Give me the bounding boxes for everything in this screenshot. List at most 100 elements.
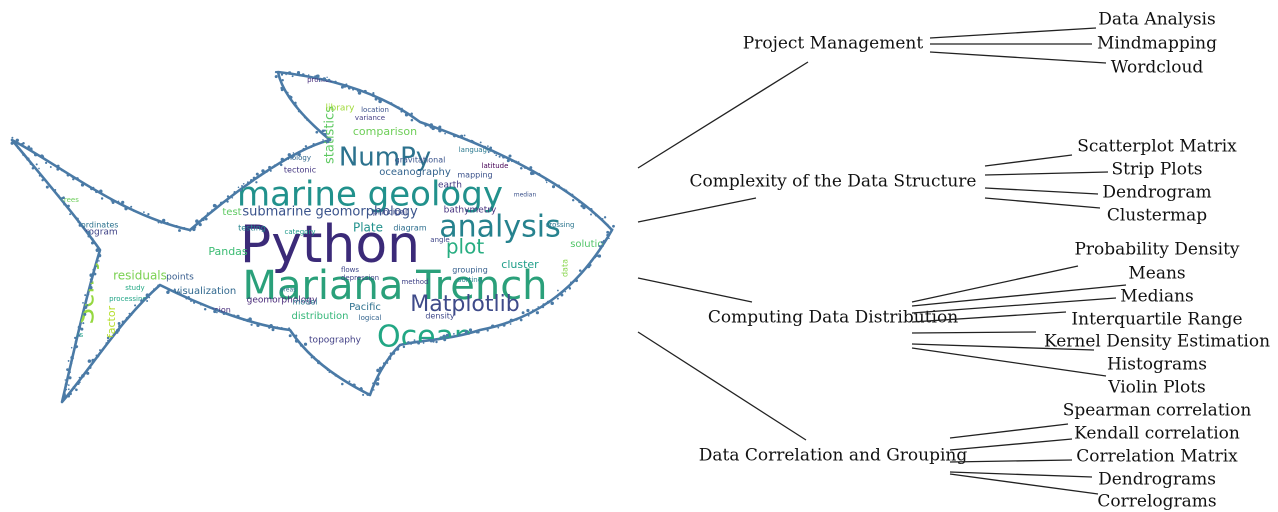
outline-speckle bbox=[83, 312, 87, 316]
outline-speckle bbox=[250, 323, 253, 326]
outline-speckle bbox=[493, 151, 496, 154]
word-cloud-word: cluster bbox=[501, 258, 539, 271]
word-cloud-word: principal bbox=[373, 208, 407, 217]
outline-speckle bbox=[460, 134, 464, 138]
outline-speckle bbox=[322, 77, 327, 81]
outline-speckle bbox=[386, 362, 389, 364]
outline-speckle bbox=[91, 358, 95, 363]
outline-speckle bbox=[317, 360, 321, 365]
outline-speckle bbox=[100, 197, 104, 200]
outline-speckle bbox=[288, 327, 291, 330]
outline-speckle bbox=[166, 290, 170, 295]
outline-speckle bbox=[76, 381, 80, 386]
outline-speckle bbox=[68, 392, 72, 396]
outline-speckle bbox=[68, 376, 72, 380]
word-cloud-word: factor bbox=[105, 305, 118, 338]
outline-speckle bbox=[321, 129, 325, 133]
outline-speckle bbox=[502, 155, 506, 159]
word-cloud-word: comparison bbox=[353, 125, 417, 138]
outline-speckle bbox=[17, 147, 19, 150]
outline-speckle bbox=[246, 318, 250, 323]
outline-speckle bbox=[576, 277, 578, 280]
leaf-connector bbox=[911, 311, 1067, 323]
outline-speckle bbox=[233, 314, 235, 317]
outline-speckle bbox=[411, 116, 414, 119]
outline-speckle bbox=[41, 155, 45, 158]
outline-speckle bbox=[273, 164, 276, 167]
outline-speckle bbox=[90, 280, 93, 283]
branch-label: Computing Data Distribution bbox=[708, 308, 958, 328]
outline-speckle bbox=[268, 165, 272, 169]
outline-speckle bbox=[491, 324, 495, 328]
outline-speckle bbox=[63, 394, 67, 398]
outline-speckle bbox=[532, 172, 535, 175]
outline-speckle bbox=[537, 306, 539, 308]
outline-speckle bbox=[519, 318, 523, 322]
outline-speckle bbox=[72, 178, 75, 181]
outline-speckle bbox=[476, 331, 478, 334]
outline-speckle bbox=[75, 388, 78, 392]
outline-speckle bbox=[498, 155, 501, 158]
outline-speckle bbox=[352, 88, 355, 91]
outline-speckle bbox=[557, 289, 559, 292]
word-cloud-word: grouping bbox=[452, 266, 488, 275]
leaf-label: Dendrograms bbox=[1098, 470, 1216, 490]
leaf-label: Spearman correlation bbox=[1063, 401, 1252, 421]
leaf-label: Correlation Matrix bbox=[1076, 447, 1238, 467]
outline-speckle bbox=[561, 291, 564, 294]
outline-speckle bbox=[457, 136, 460, 138]
outline-speckle bbox=[86, 304, 89, 307]
outline-speckle bbox=[542, 303, 545, 306]
outline-speckle bbox=[505, 321, 508, 324]
word-cloud-word: latitude bbox=[482, 162, 509, 170]
outline-speckle bbox=[56, 164, 60, 168]
outline-speckle bbox=[545, 179, 548, 182]
outline-speckle bbox=[173, 288, 176, 291]
word-cloud-word: language bbox=[459, 146, 492, 154]
outline-speckle bbox=[145, 293, 150, 297]
outline-speckle bbox=[60, 197, 64, 200]
outline-speckle bbox=[567, 192, 570, 195]
outline-speckle bbox=[438, 128, 442, 133]
outline-speckle bbox=[306, 119, 308, 121]
word-cloud-word: logical bbox=[359, 314, 382, 322]
outline-speckle bbox=[216, 309, 219, 312]
outline-speckle bbox=[118, 324, 121, 328]
word-cloud-word: oceanography bbox=[379, 167, 451, 178]
leaf-connector bbox=[911, 284, 1127, 307]
outline-speckle bbox=[265, 170, 268, 173]
outline-speckle bbox=[410, 118, 414, 122]
outline-speckle bbox=[71, 356, 74, 360]
outline-speckle bbox=[326, 369, 329, 372]
outline-speckle bbox=[508, 154, 512, 158]
outline-speckle bbox=[239, 188, 243, 192]
leaf-label: Histograms bbox=[1107, 355, 1207, 375]
outline-speckle bbox=[241, 185, 243, 187]
outline-speckle bbox=[67, 359, 70, 362]
outline-speckle bbox=[69, 213, 72, 216]
outline-speckle bbox=[313, 356, 315, 358]
outline-speckle bbox=[219, 201, 223, 205]
outline-speckle bbox=[435, 340, 438, 344]
branch-label: Project Management bbox=[743, 34, 924, 54]
leaf-label: Medians bbox=[1120, 287, 1194, 307]
outline-speckle bbox=[38, 167, 40, 170]
outline-speckle bbox=[56, 167, 60, 171]
word-cloud-word: test bbox=[222, 207, 241, 218]
leaf-label: Probability Density bbox=[1074, 240, 1239, 260]
leaf-connector bbox=[911, 265, 1079, 303]
outline-speckle bbox=[582, 205, 586, 210]
outline-speckle bbox=[452, 332, 455, 335]
outline-speckle bbox=[590, 213, 592, 216]
outline-speckle bbox=[49, 166, 52, 168]
word-cloud-word: statistics bbox=[323, 106, 338, 164]
outline-speckle bbox=[92, 186, 95, 190]
outline-speckle bbox=[348, 380, 351, 383]
outline-speckle bbox=[15, 142, 18, 145]
outline-speckle bbox=[71, 175, 74, 179]
outline-speckle bbox=[600, 241, 604, 244]
outline-speckle bbox=[147, 213, 150, 216]
outline-speckle bbox=[445, 333, 450, 338]
outline-speckle bbox=[431, 126, 435, 131]
word-cloud-word: topography bbox=[309, 336, 362, 346]
